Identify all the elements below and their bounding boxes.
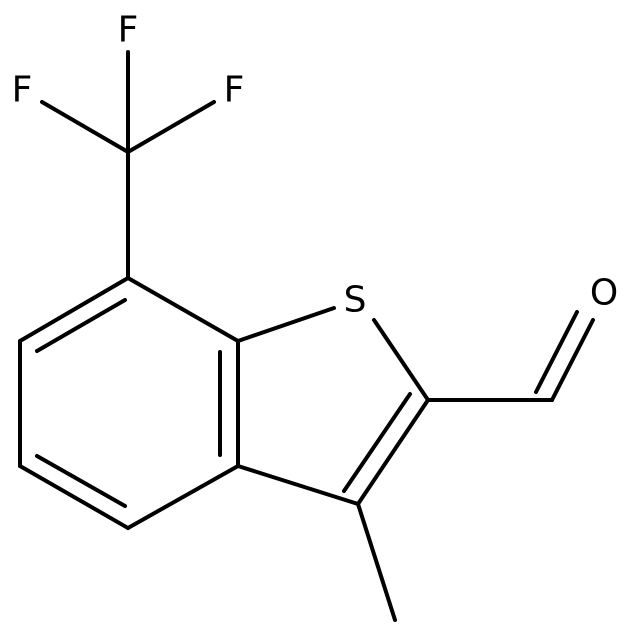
bond-c2-c3-inner <box>342 392 412 493</box>
bond-c-o-inner <box>534 310 579 394</box>
bond-c2-c3 <box>356 398 430 506</box>
bond-c7-c6-inner <box>35 298 127 353</box>
bond-c5-c4 <box>18 464 130 530</box>
bond-c3-c3a <box>236 464 360 506</box>
bond-c3-methyl <box>356 502 397 622</box>
bond-c5-c4-inner <box>35 454 127 508</box>
fluorine-top-label: F <box>118 10 139 51</box>
fluorine-left-label: F <box>12 70 33 111</box>
bond-c4-c3a <box>126 464 240 530</box>
oxygen-label: O <box>590 273 618 314</box>
bond-c7a-s <box>236 306 336 343</box>
bond-c7-c7a <box>126 276 240 343</box>
sulfur-label: S <box>344 280 367 321</box>
bond-c-f-left <box>40 100 130 154</box>
bond-c-f-right <box>126 100 216 154</box>
bond-c-o-outer <box>550 318 595 402</box>
fluorine-right-label: F <box>224 70 245 111</box>
bond-s-c2 <box>372 318 430 402</box>
bond-c7-c6 <box>18 276 130 343</box>
